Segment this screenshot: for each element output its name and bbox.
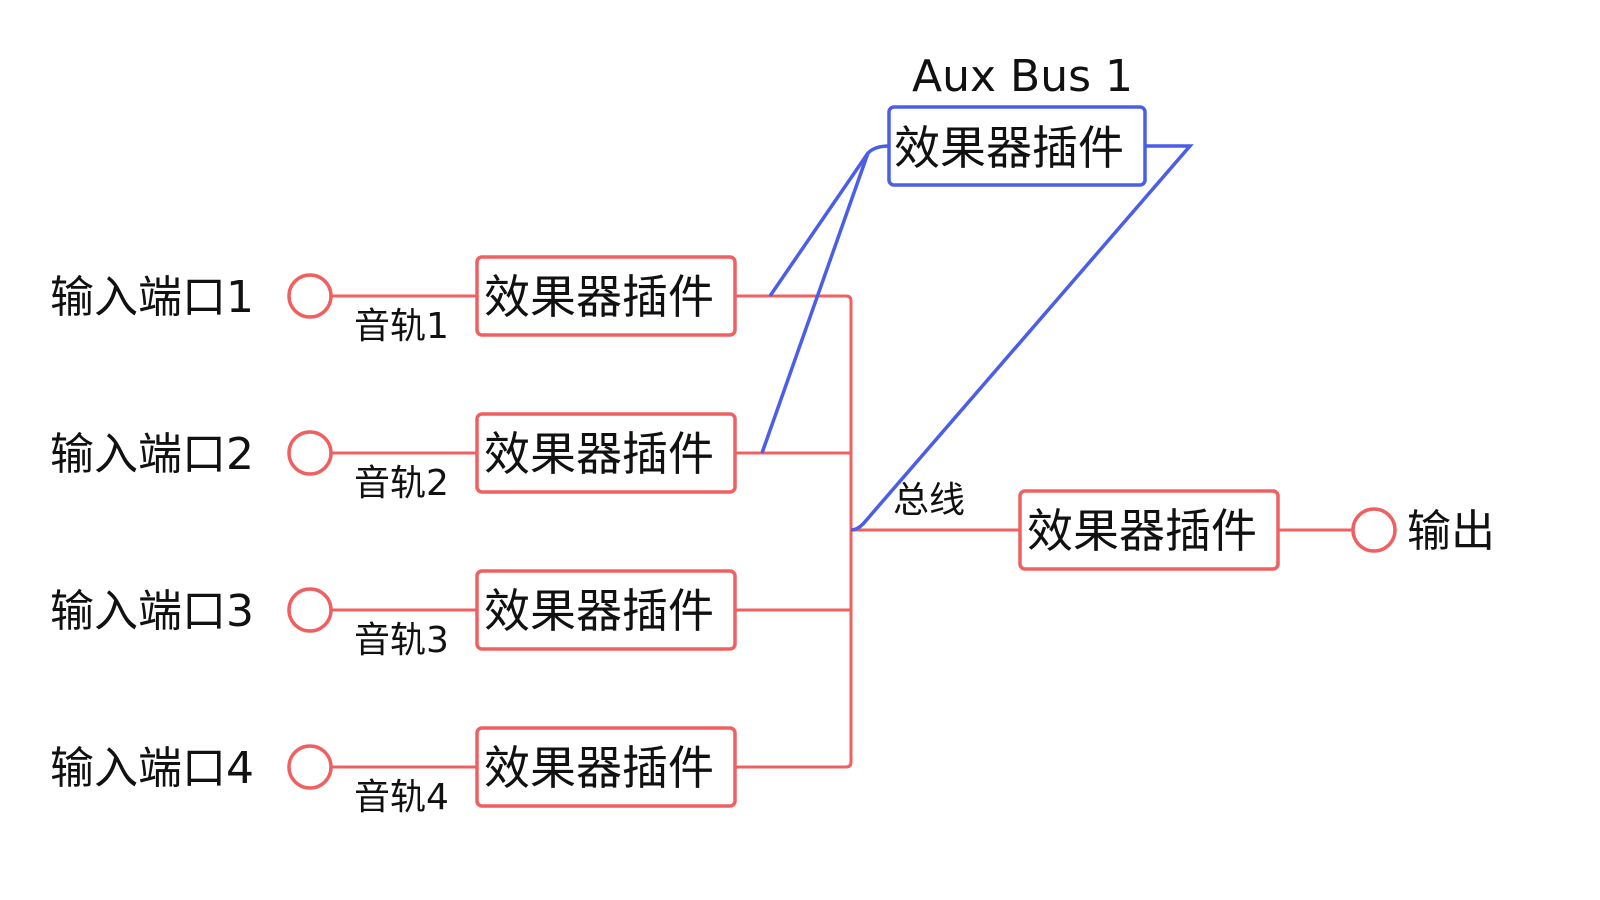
master-plugin-box[interactable] bbox=[1018, 489, 1280, 571]
track-plugin-box[interactable] bbox=[475, 726, 737, 808]
aux-send-1 bbox=[768, 144, 890, 297]
track-plugin-label: 效果器插件 bbox=[484, 270, 714, 324]
aux-return bbox=[850, 144, 1194, 532]
track-label: 音轨4 bbox=[354, 777, 449, 818]
input-row-1: 输入端口1 音轨1 效果器插件 bbox=[50, 255, 737, 347]
bus-label: 总线 bbox=[893, 480, 965, 521]
aux-plugin-label: 效果器插件 bbox=[894, 121, 1124, 175]
track-plugin-box[interactable] bbox=[475, 255, 737, 337]
aux-bus-title: Aux Bus 1 bbox=[912, 51, 1133, 102]
track-plugin-label: 效果器插件 bbox=[484, 584, 714, 638]
aux-plugin-box[interactable] bbox=[887, 105, 1147, 187]
input-port-node[interactable] bbox=[287, 587, 333, 633]
input-row-3: 输入端口3 音轨3 效果器插件 bbox=[50, 569, 737, 661]
input-port-label: 输入端口4 bbox=[50, 743, 254, 794]
aux-send-2 bbox=[760, 152, 870, 454]
track-label: 音轨3 bbox=[354, 620, 449, 661]
track-plugin-box[interactable] bbox=[475, 569, 737, 651]
input-row-2: 输入端口2 音轨2 效果器插件 bbox=[50, 412, 737, 504]
input-port-node[interactable] bbox=[287, 430, 333, 476]
input-port-label: 输入端口1 bbox=[50, 272, 254, 323]
output-node[interactable] bbox=[1351, 507, 1397, 553]
track-plugin-label: 效果器插件 bbox=[484, 427, 714, 481]
master-plugin-label: 效果器插件 bbox=[1027, 504, 1257, 558]
input-port-label: 输入端口3 bbox=[50, 586, 254, 637]
track-plugin-box[interactable] bbox=[475, 412, 737, 494]
input-port-node[interactable] bbox=[287, 744, 333, 790]
input-row-4: 输入端口4 音轨4 效果器插件 bbox=[50, 726, 737, 818]
output-label: 输出 bbox=[1407, 506, 1495, 557]
input-port-node[interactable] bbox=[287, 273, 333, 319]
track-label: 音轨2 bbox=[354, 463, 449, 504]
output: 输出 bbox=[1351, 506, 1495, 557]
track-plugin-label: 效果器插件 bbox=[484, 741, 714, 795]
track-label: 音轨1 bbox=[354, 306, 449, 347]
aux-bus: Aux Bus 1 效果器插件 bbox=[887, 51, 1147, 187]
aux-send-lines bbox=[760, 144, 1194, 532]
input-port-label: 输入端口2 bbox=[50, 429, 254, 480]
main-bus: 总线 效果器插件 bbox=[893, 480, 1280, 571]
